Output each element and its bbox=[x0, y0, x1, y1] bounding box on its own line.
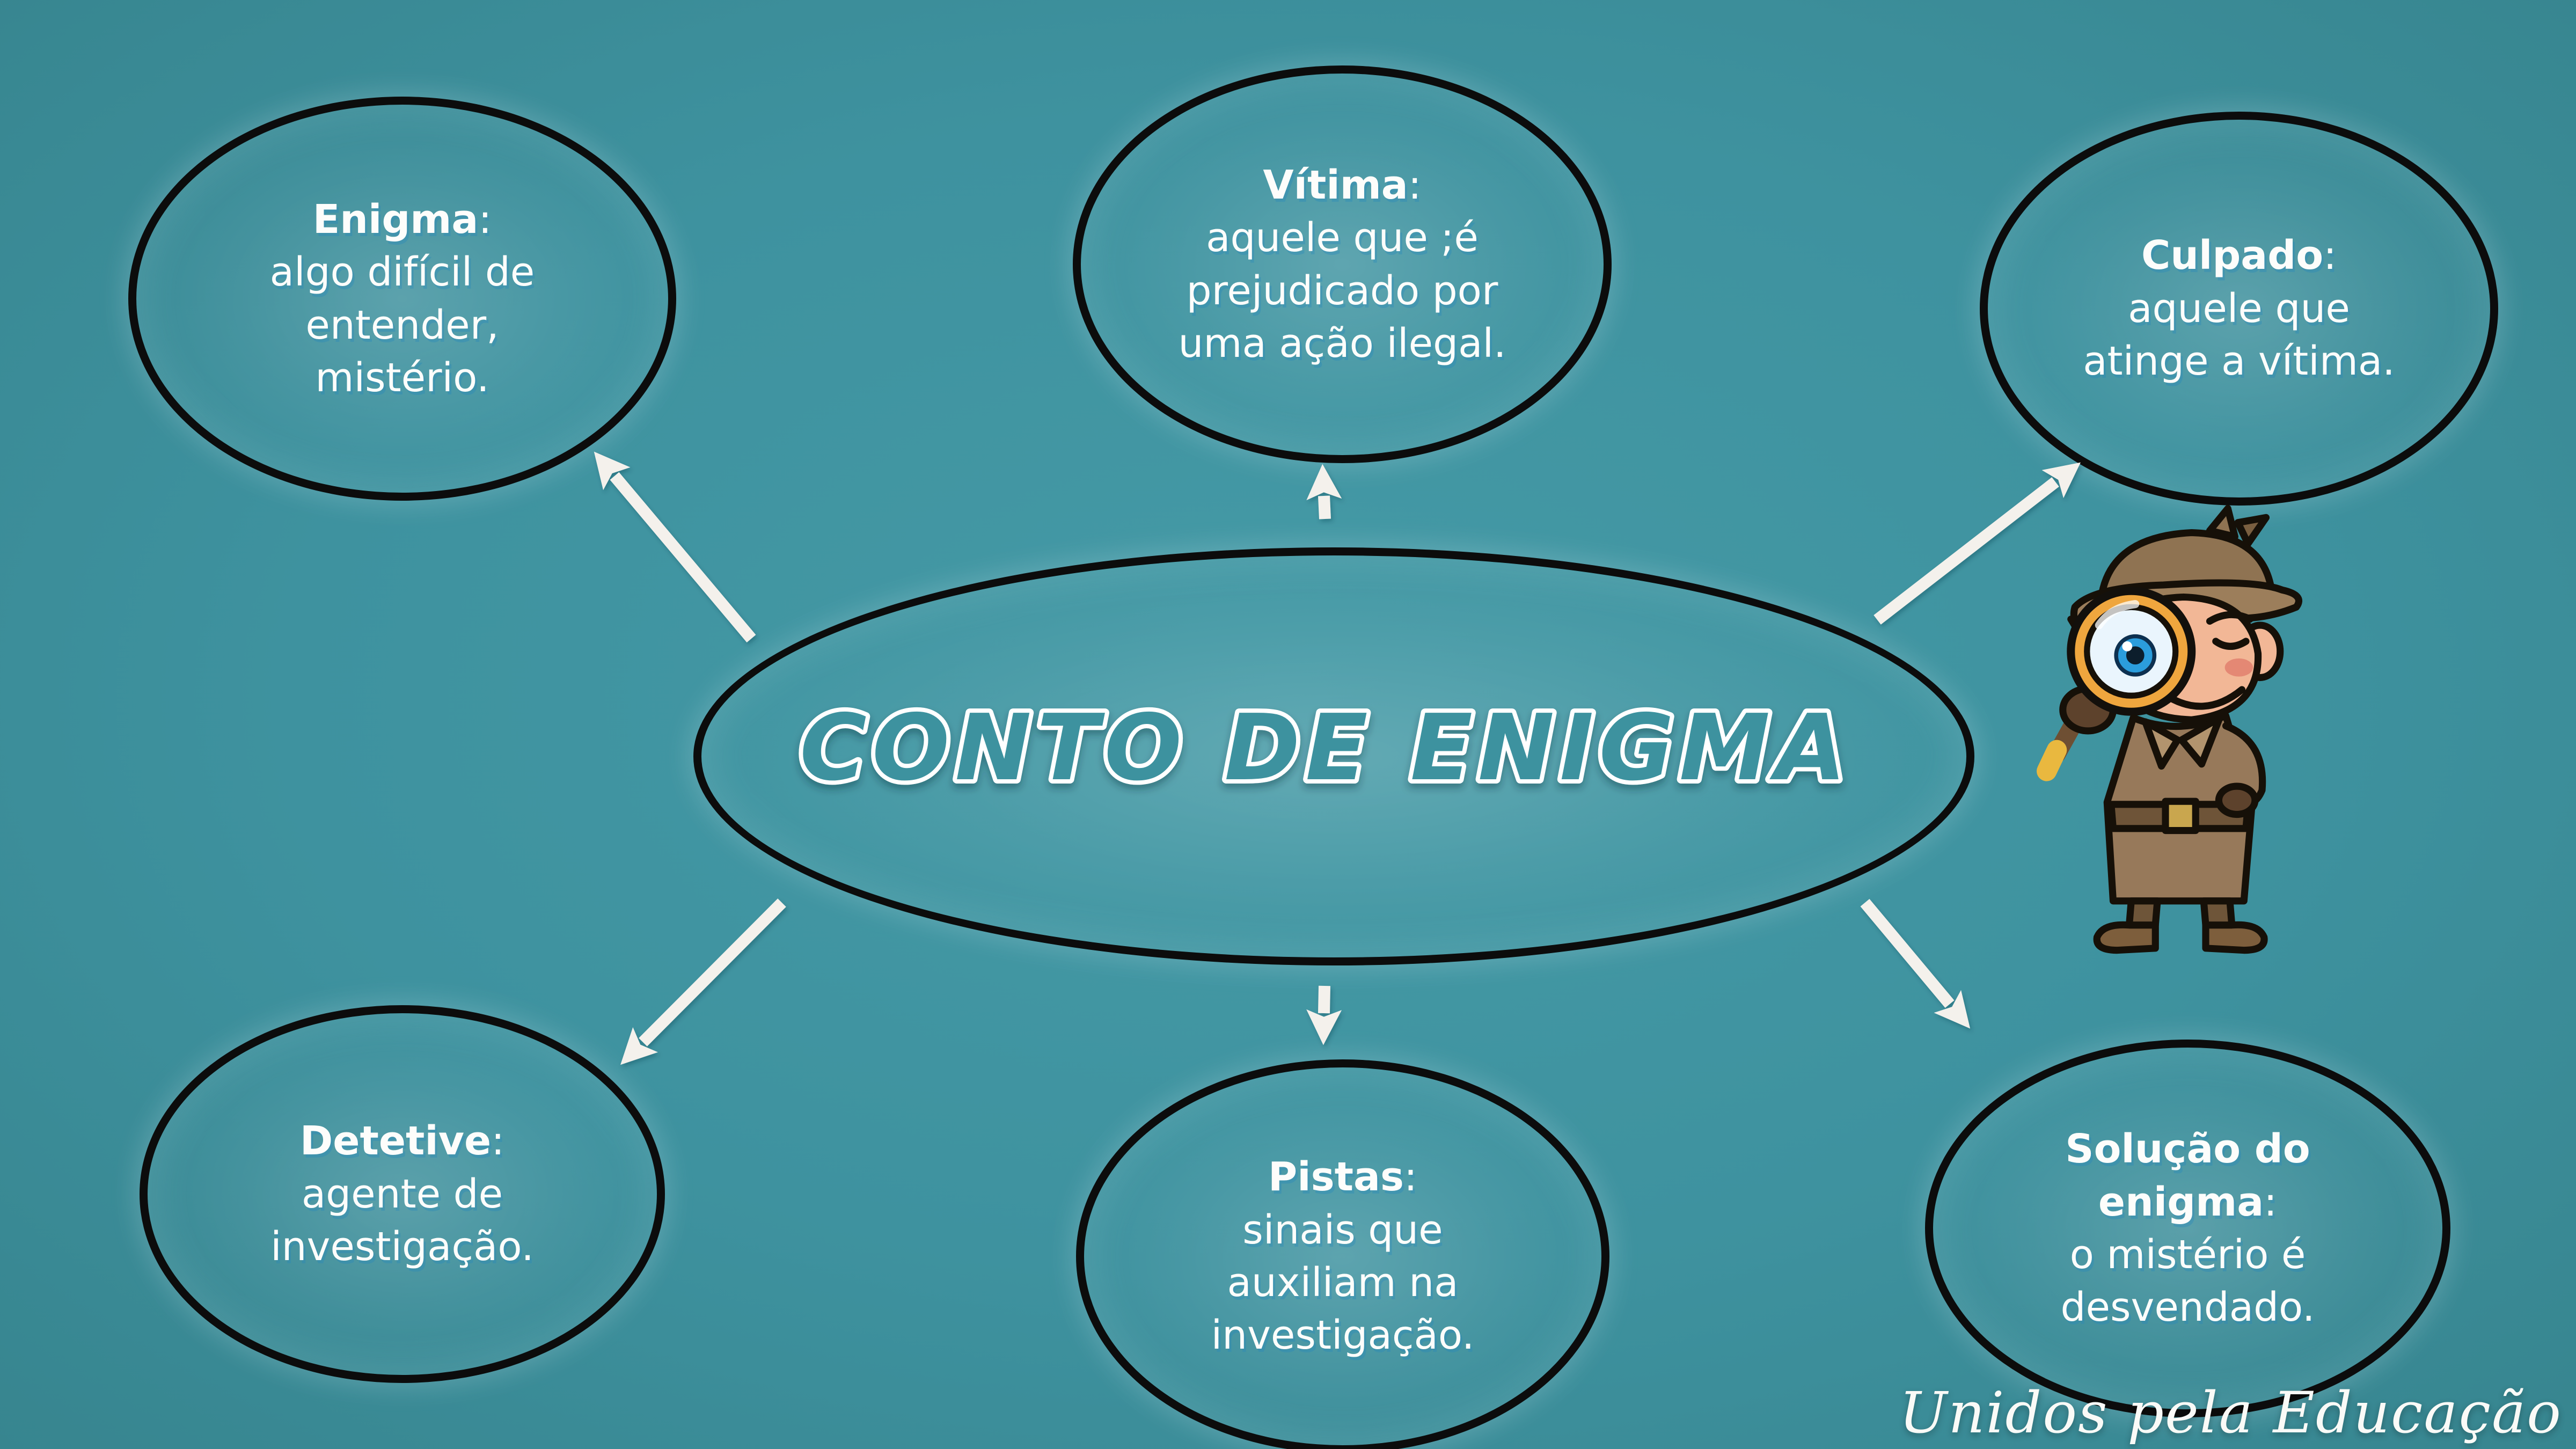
node-term: Detetive: bbox=[299, 1118, 505, 1165]
node-pistas: Pistas: sinais que auxiliam na investiga… bbox=[1076, 1059, 1609, 1449]
arrow-center-to-enigma bbox=[594, 451, 756, 643]
detective-illustration bbox=[2037, 504, 2302, 954]
node-term: Enigma: bbox=[312, 196, 492, 243]
node-body: algo difícil de entender, mistério. bbox=[269, 249, 535, 401]
node-detetive: Detetive: agente de investigação. bbox=[140, 1005, 665, 1383]
node-body: o mistério é desvendado. bbox=[2060, 1232, 2315, 1331]
arrow-center-to-detetive bbox=[620, 898, 786, 1065]
detective-eyebrow bbox=[2206, 611, 2254, 625]
node-term: Solução do enigma: bbox=[2065, 1126, 2310, 1225]
node-term: Culpado: bbox=[2141, 232, 2337, 279]
node-body: aquele que ;é prejudicado por uma ação i… bbox=[1178, 215, 1506, 367]
detective-wink-eye bbox=[2212, 638, 2250, 650]
node-enigma-text: Enigma: algo difícil de entender, mistér… bbox=[232, 193, 573, 405]
detective-eye-highlight bbox=[2122, 641, 2133, 652]
coat-lapel-right bbox=[2178, 714, 2223, 768]
node-solucao: Solução do enigma: o mistério é desvenda… bbox=[1925, 1040, 2450, 1417]
detective-leg-left bbox=[2125, 897, 2161, 929]
node-body: agente de investigação. bbox=[270, 1170, 534, 1270]
node-solucao-text: Solução do enigma: o mistério é desvenda… bbox=[2023, 1123, 2352, 1334]
coat-lapel-left bbox=[2141, 718, 2182, 770]
watermark-unidos-pela-educacao: Unidos pela Educação bbox=[1899, 1380, 2562, 1446]
detective-glove-right bbox=[2215, 782, 2259, 818]
node-term: Vítima: bbox=[1263, 162, 1422, 208]
magnifier-handle-tip bbox=[2037, 740, 2067, 781]
detective-eye-pupil bbox=[2126, 646, 2145, 665]
belt-buckle bbox=[2162, 797, 2199, 835]
detective-leg-right bbox=[2200, 897, 2236, 929]
arrow-center-to-solucao bbox=[1860, 898, 1971, 1029]
detective-blush bbox=[2224, 658, 2253, 677]
detective-hat-tuft bbox=[2234, 514, 2270, 547]
node-culpado-text: Culpado: aquele que atinge a vítima. bbox=[2045, 229, 2433, 387]
node-vitima-text: Vítima: aquele que ;é prejudicado por um… bbox=[1140, 159, 1543, 370]
arrow-center-to-vitima bbox=[1306, 464, 1342, 519]
arrow-center-to-culpado bbox=[1874, 462, 2081, 625]
detective-boot-right bbox=[2202, 921, 2268, 954]
diagram-title: CONTO DE ENIGMA bbox=[800, 695, 1851, 801]
node-body: sinais que auxiliam na investigação. bbox=[1211, 1206, 1475, 1359]
node-term: Pistas: bbox=[1268, 1154, 1417, 1201]
node-pistas-text: Pistas: sinais que auxiliam na investiga… bbox=[1174, 1151, 1512, 1362]
node-body: aquele que atinge a vítima. bbox=[2083, 285, 2395, 385]
detective-boot-left bbox=[2093, 921, 2159, 954]
node-detetive-text: Detetive: agente de investigação. bbox=[233, 1115, 572, 1273]
lens-highlight bbox=[2095, 600, 2140, 630]
